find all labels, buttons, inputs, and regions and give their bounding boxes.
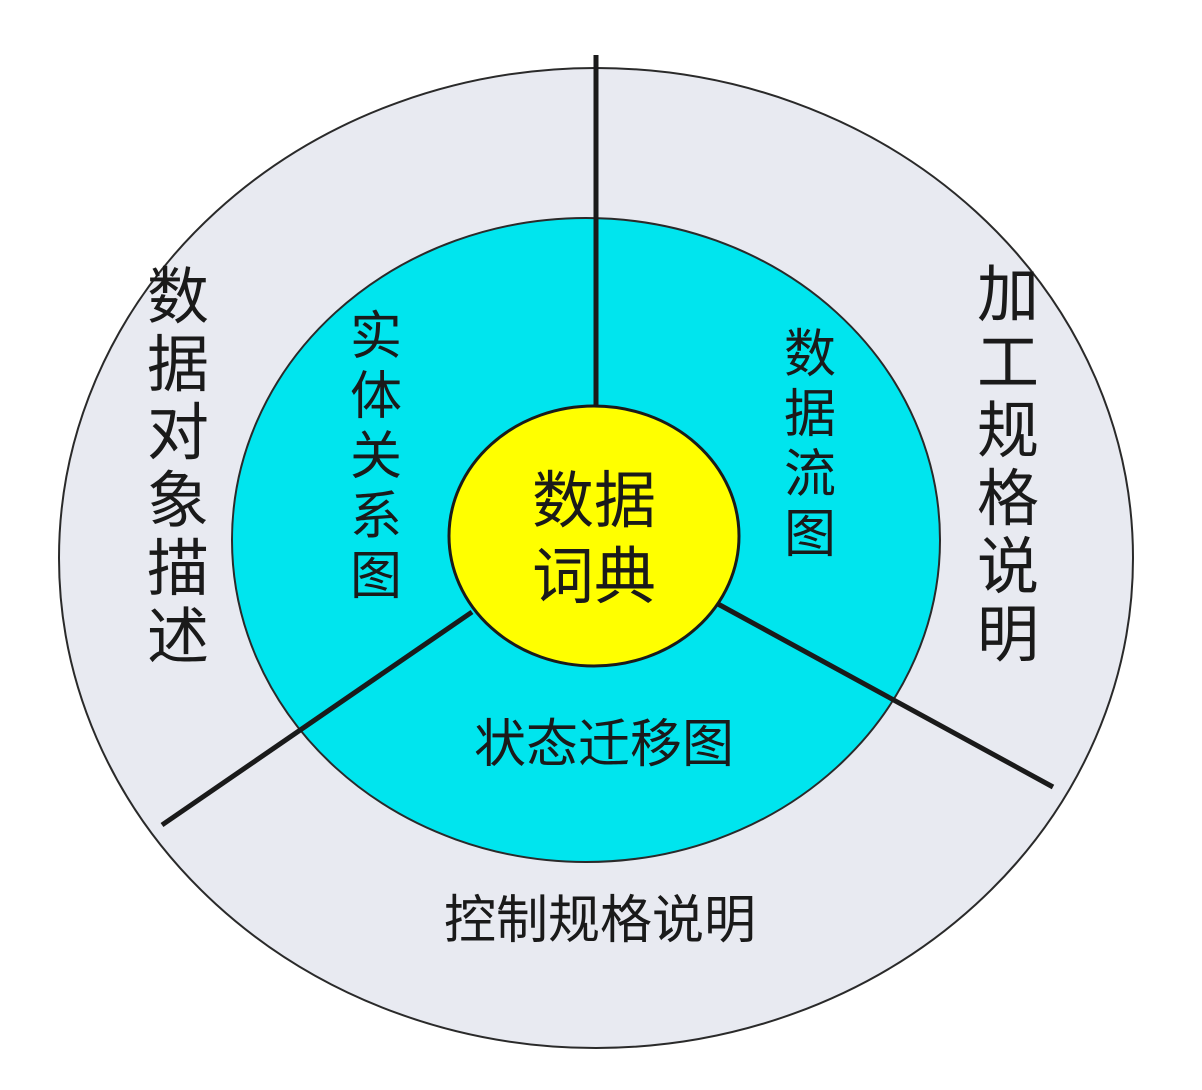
core-circle	[447, 404, 741, 668]
center-label-line1: 数据	[532, 464, 656, 537]
inner-right-char: 据	[784, 385, 836, 445]
inner-left-char: 图	[350, 547, 402, 607]
outer-right-char: 工	[977, 326, 1039, 399]
divider-left	[160, 609, 474, 828]
outer-left-char: 描	[147, 532, 209, 605]
inner-left-char: 系	[350, 487, 402, 547]
inner-right-char: 图	[784, 505, 836, 565]
outer-right-char: 明	[977, 598, 1039, 671]
outer-left-char: 象	[147, 464, 209, 537]
center-label-line2: 词典	[532, 540, 656, 613]
inner-right-char: 流	[784, 445, 836, 505]
outer-right-char: 说	[977, 530, 1039, 603]
divider-right	[716, 601, 1055, 790]
inner-left-char: 体	[350, 367, 402, 427]
outer-left-char: 对	[147, 396, 209, 469]
outer-bottom-label: 控制规格说明	[444, 891, 756, 951]
inner-left-char: 实	[350, 307, 402, 367]
outer-left-char: 数	[147, 260, 209, 333]
outer-left-char: 据	[147, 328, 209, 401]
inner-bottom-label: 状态迁移图	[474, 715, 734, 775]
outer-right-char: 格	[977, 462, 1039, 535]
inner-right-char: 数	[784, 325, 836, 385]
outer-left-char: 述	[147, 600, 209, 673]
outer-right-char: 加	[977, 258, 1039, 331]
inner-left-char: 关	[350, 427, 402, 487]
outer-right-char: 规	[977, 394, 1039, 467]
